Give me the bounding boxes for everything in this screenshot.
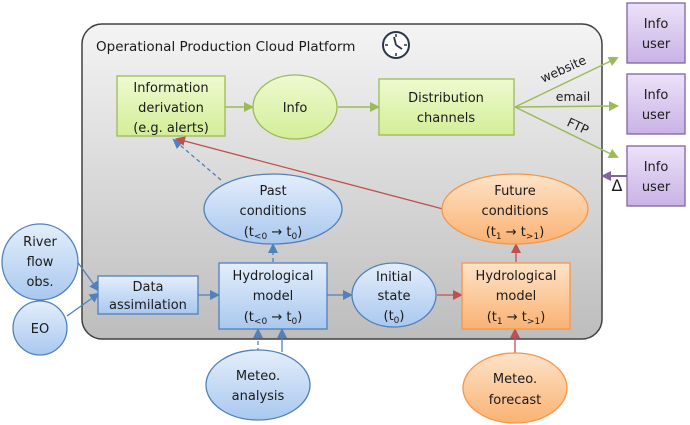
- info-user-box: Info user: [626, 145, 686, 207]
- future-conditions-node: Future conditions (t1 → t>1): [441, 173, 589, 245]
- svg-text:EO: EO: [31, 322, 49, 337]
- arrow-riverflow-to-assimilation: [75, 259, 100, 292]
- svg-text:Info: Info: [644, 17, 669, 32]
- initial-state-node: Initial state (t0): [351, 262, 437, 328]
- svg-text:Meteo.: Meteo.: [236, 369, 280, 384]
- hydrological-model-future-box: Hydrological model (t1 → t>1): [461, 262, 571, 330]
- hydrological-model-past-box: Hydrological model (t<0 → t0): [218, 262, 328, 330]
- svg-text:Future: Future: [494, 184, 535, 199]
- time-formula: (t1 → t>1): [486, 225, 545, 242]
- svg-text:model: model: [496, 289, 536, 304]
- channel-label-email: email: [556, 89, 590, 104]
- info-node: Info: [252, 74, 338, 140]
- svg-text:channels: channels: [417, 111, 475, 126]
- arrow-future-to-derivation: [175, 136, 444, 210]
- arrow-ftp: [514, 106, 619, 158]
- svg-text:(e.g. alerts): (e.g. alerts): [133, 121, 209, 136]
- arrow-eo-to-assimilation: [66, 292, 100, 317]
- time-formula: (t<0 → t0): [244, 310, 303, 327]
- info-user-box: Info user: [626, 73, 686, 135]
- svg-text:Hydrological: Hydrological: [233, 269, 314, 284]
- past-conditions-node: Past conditions (t<0 → t0): [203, 173, 343, 245]
- time-formula: (t<0 → t0): [244, 225, 303, 242]
- river-flow-obs-node: River flow obs.: [1, 223, 79, 301]
- feedback-delta-symbol: Δ: [612, 176, 623, 195]
- svg-text:obs.: obs.: [26, 275, 53, 290]
- svg-text:derivation: derivation: [138, 101, 204, 116]
- info-user-box: Info user: [626, 2, 686, 64]
- svg-text:flow: flow: [27, 255, 54, 270]
- svg-text:Data: Data: [132, 280, 163, 295]
- svg-text:Past: Past: [259, 184, 286, 199]
- svg-text:assimilation: assimilation: [109, 298, 187, 313]
- time-formula: (t1 → t>1): [487, 310, 546, 327]
- svg-text:Initial: Initial: [376, 270, 412, 285]
- svg-text:Info: Info: [644, 88, 669, 103]
- svg-text:Info: Info: [283, 101, 308, 116]
- arrow-past-to-derivation: [172, 138, 222, 181]
- information-derivation-box: Information derivation (e.g. alerts): [116, 75, 226, 137]
- svg-text:user: user: [642, 108, 671, 123]
- arrow-email: [514, 101, 619, 112]
- svg-text:Distribution: Distribution: [408, 91, 484, 106]
- connectors: [66, 56, 628, 356]
- svg-text:conditions: conditions: [240, 204, 307, 219]
- meteo-analysis-node: Meteo. analysis: [205, 349, 311, 421]
- svg-text:model: model: [253, 289, 293, 304]
- platform-title: Operational Production Cloud Platform: [96, 39, 355, 55]
- arrow-website: [514, 56, 619, 108]
- time-formula: (t0): [384, 309, 405, 326]
- svg-text:state: state: [378, 289, 411, 304]
- svg-text:user: user: [642, 37, 671, 52]
- svg-text:River: River: [23, 235, 57, 250]
- svg-text:Hydrological: Hydrological: [476, 269, 557, 284]
- svg-text:Info: Info: [644, 160, 669, 175]
- data-assimilation-box: Data assimilation: [97, 275, 199, 315]
- svg-text:analysis: analysis: [232, 389, 285, 404]
- svg-text:forecast: forecast: [489, 393, 542, 408]
- distribution-channels-box: Distribution channels: [378, 78, 515, 136]
- svg-text:Meteo.: Meteo.: [493, 372, 537, 387]
- svg-text:user: user: [642, 180, 671, 195]
- svg-text:conditions: conditions: [482, 204, 549, 219]
- clock-icon: [382, 31, 410, 59]
- svg-text:Information: Information: [133, 81, 208, 96]
- meteo-forecast-node: Meteo. forecast: [462, 352, 568, 424]
- eo-node: EO: [12, 300, 68, 356]
